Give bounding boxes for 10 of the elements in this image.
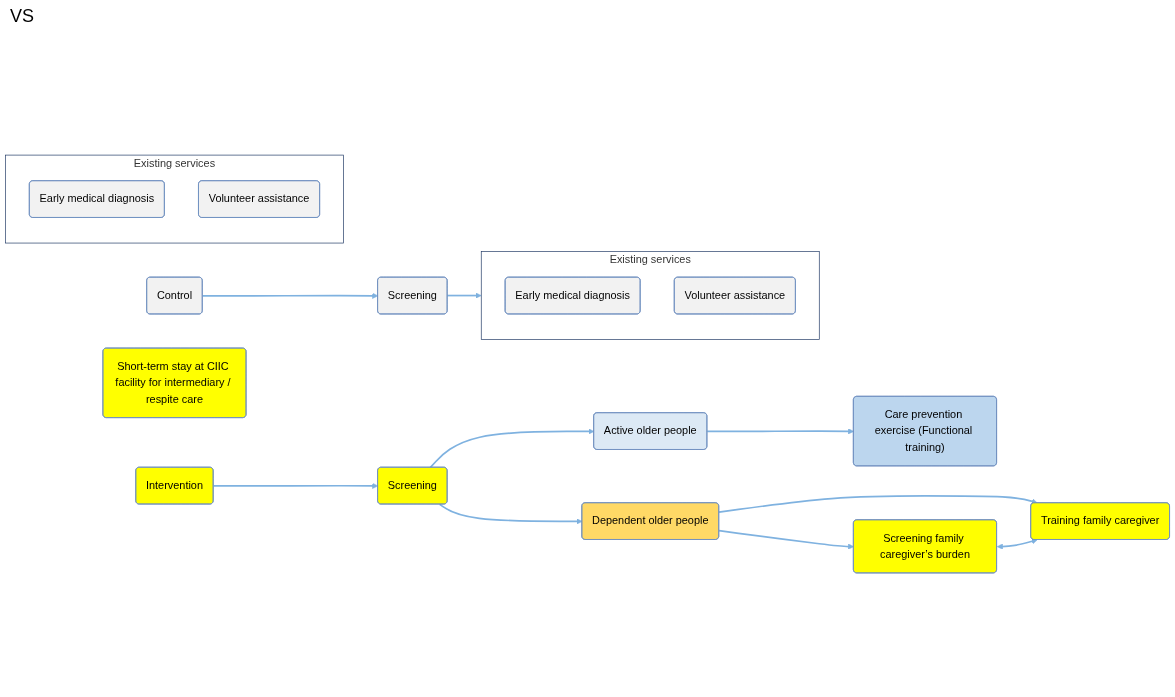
arrow — [996, 538, 1038, 550]
arrow — [706, 428, 854, 435]
arrow — [438, 503, 583, 525]
arrow — [212, 482, 379, 489]
vs-label: VS — [10, 6, 34, 27]
arrow — [446, 292, 482, 299]
arrow — [718, 495, 1038, 513]
arrow — [201, 292, 379, 299]
arrow — [718, 529, 854, 550]
arrow — [429, 428, 595, 469]
